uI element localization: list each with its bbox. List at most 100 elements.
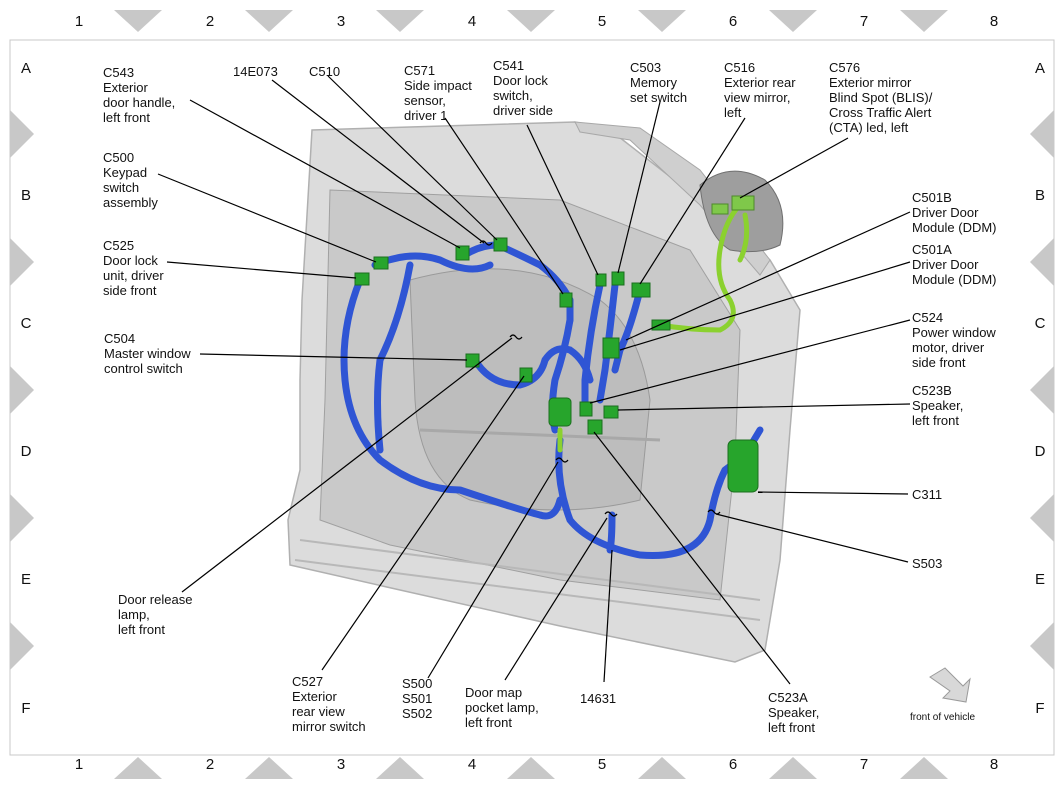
grid-col-label: 6: [728, 756, 738, 773]
grid-col-label: 4: [467, 13, 477, 30]
zone-marker-icon: [769, 757, 817, 779]
zone-marker-icon: [1030, 238, 1054, 286]
callout-line: Side impact: [404, 78, 472, 93]
splice-door-release-icon: [509, 334, 523, 340]
leader-door-release: [181, 337, 513, 593]
zone-marker-icon: [1030, 622, 1054, 670]
callout-line: pocket lamp,: [465, 700, 539, 715]
callout-line: C524: [912, 310, 944, 325]
leader-c501b: [625, 211, 911, 341]
zone-marker-icon: [1030, 366, 1054, 414]
callout-line: C527: [292, 674, 324, 689]
blue-harness: [340, 241, 764, 560]
callout-c501b: C501B Driver Door Module (DDM): [912, 190, 997, 235]
callout-line: Door lock: [103, 253, 158, 268]
grid-col-label: 3: [336, 756, 346, 773]
zone-marker-icon: [245, 10, 293, 32]
green-harness: [557, 202, 750, 453]
grid-row-label: A: [1034, 60, 1045, 77]
grid-row-label: F: [21, 700, 31, 717]
door-rib: [419, 428, 661, 442]
connector-c523a: [587, 419, 603, 435]
connector-c503: [611, 271, 625, 286]
grid-row-label: D: [20, 443, 32, 460]
callout-line: left front: [465, 715, 512, 730]
mirror-housing: [699, 170, 784, 253]
leader-c516: [639, 117, 746, 285]
callout-line: Module (DDM): [912, 220, 997, 235]
callout-line: left front: [118, 622, 165, 637]
leader-c524: [589, 319, 911, 404]
callout-line: C504: [104, 331, 136, 346]
callout-line: Exterior: [103, 80, 148, 95]
callout-c524: C524 Power window motor, driver side fro…: [912, 310, 996, 370]
callout-door-release: Door release lamp, left front: [118, 592, 192, 637]
callout-c543: C543 Exterior door handle, left front: [103, 65, 175, 125]
zone-marker-icon: [638, 757, 686, 779]
callout-line: Master window: [104, 346, 191, 361]
callout-line: C523B: [912, 383, 952, 398]
callout-line: Door lock: [493, 73, 548, 88]
callout-line: C501A: [912, 242, 952, 257]
callout-line: Exterior: [292, 689, 337, 704]
callout-line: Memory: [630, 75, 677, 90]
callout-c311: C311: [912, 487, 942, 502]
callout-c525: C525 Door lock unit, driver side front: [103, 238, 164, 298]
grid-col-label: 5: [597, 756, 607, 773]
callout-line: C541: [493, 58, 525, 73]
leader-lines: [157, 75, 911, 685]
door-rib: [299, 539, 761, 601]
zone-marker-icon: [900, 10, 948, 32]
connector-c510: [493, 237, 508, 252]
grid-col-label: 3: [336, 13, 346, 30]
grid-col-label: 1: [74, 756, 84, 773]
connector-c576-inline: [651, 319, 671, 331]
grid-col-label: 2: [205, 756, 215, 773]
zone-marker-icon: [769, 10, 817, 32]
leader-s503: [715, 513, 909, 563]
callout-line: Driver Door: [912, 257, 979, 272]
connector-speaker-block: [548, 397, 572, 427]
connector-c523b: [603, 405, 619, 419]
callout-line: left front: [912, 413, 959, 428]
callout-line: (CTA) led, left: [829, 120, 909, 135]
grid-row-label: E: [20, 571, 31, 588]
zone-marker-icon: [10, 238, 34, 286]
callout-line: C543: [103, 65, 135, 80]
callout-c541: C541 Door lock switch, driver side: [493, 58, 553, 118]
callout-line: left front: [103, 110, 150, 125]
leader-c523b: [617, 403, 911, 411]
grid-row-label: A: [20, 60, 31, 77]
callout-map-lamp: Door map pocket lamp, left front: [465, 685, 539, 730]
connector-c576: [731, 195, 755, 211]
leader-14631: [603, 549, 613, 683]
left-zone-markers: [10, 110, 34, 670]
connector-c571: [559, 292, 573, 308]
grid-col-label: 7: [859, 756, 869, 773]
grid-row-label: D: [1034, 443, 1046, 460]
zone-marker-icon: [245, 757, 293, 779]
zone-marker-icon: [507, 757, 555, 779]
callout-line: assembly: [103, 195, 158, 210]
callout-line: set switch: [630, 90, 688, 105]
connector-c543: [455, 245, 470, 261]
callout-line: Driver Door: [912, 205, 979, 220]
callout-c501a: C501A Driver Door Module (DDM): [912, 242, 997, 287]
zone-marker-icon: [376, 757, 424, 779]
connectors: [354, 237, 759, 493]
zone-marker-icon: [10, 494, 34, 542]
callout-line: C576: [829, 60, 861, 75]
zone-marker-icon: [114, 10, 162, 32]
connector-c501a: [602, 337, 620, 359]
connector-c500: [373, 256, 389, 270]
window-frame: [574, 121, 771, 276]
leader-c541: [526, 124, 599, 276]
leader-c525: [166, 261, 357, 279]
callout-line: C510: [309, 64, 341, 79]
callout-c571: C571 Side impact sensor, driver 1: [404, 63, 472, 123]
leader-c523a: [593, 431, 791, 685]
grid-row-label: B: [1034, 187, 1045, 204]
connector-c541: [595, 273, 607, 287]
grid-row-label: C: [1034, 315, 1046, 332]
mirror-module: [711, 203, 729, 215]
